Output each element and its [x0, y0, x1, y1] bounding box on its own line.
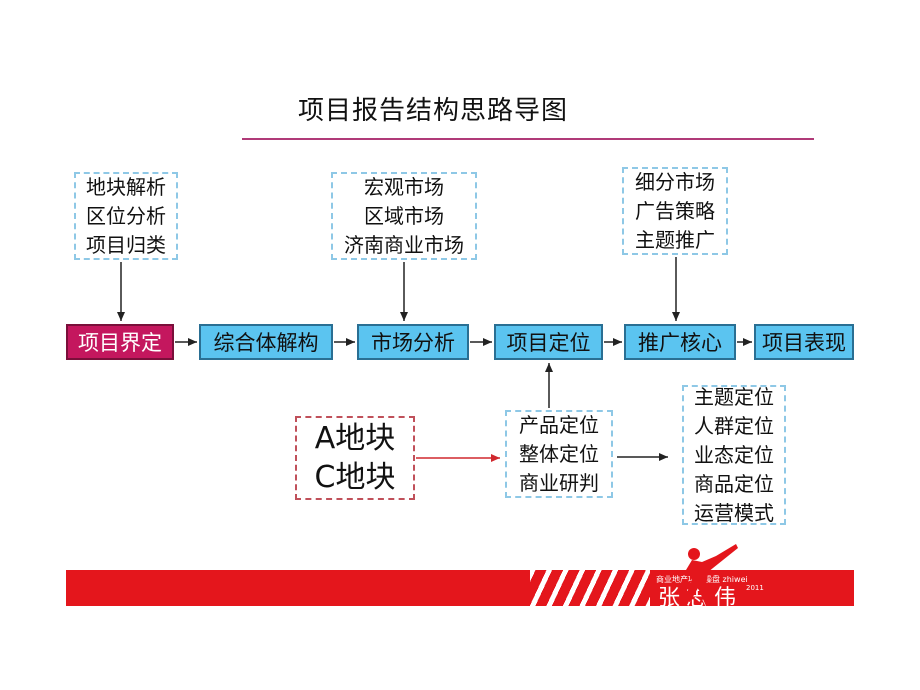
note-line: 项目归类 [86, 232, 166, 257]
title-divider [242, 138, 814, 140]
note-line: 广告策略 [635, 198, 715, 223]
note-line: 商品定位 [694, 471, 774, 496]
note-line: 人群定位 [694, 413, 774, 438]
note-line: 地块解析 [86, 174, 166, 199]
banner-stripes [530, 570, 650, 606]
note-line: 主题推广 [635, 227, 715, 252]
step-project-definition: 项目界定 [66, 324, 174, 360]
step-market-analysis: 市场分析 [357, 324, 469, 360]
note-line: 宏观市场 [364, 174, 444, 199]
note-line: 整体定位 [519, 441, 599, 466]
note-site-analysis: 地块解析 区位分析 项目归类 [74, 172, 178, 260]
kick-figure-logo [684, 544, 738, 606]
step-complex-analysis: 综合体解构 [199, 324, 333, 360]
note-market: 宏观市场 区域市场 济南商业市场 [331, 172, 477, 260]
note-line: 主题定位 [694, 384, 774, 409]
step-project-positioning: 项目定位 [494, 324, 603, 360]
footer-banner: 商业地产项目操盘 zhiwei 2011 张志伟 [66, 570, 854, 606]
site-box: A地块 C地块 [295, 416, 415, 500]
note-line: 运营模式 [694, 500, 774, 525]
banner-year: 2011 [746, 584, 764, 592]
note-line: 业态定位 [694, 442, 774, 467]
diagram-title: 项目报告结构思路导图 [298, 96, 569, 126]
note-promotion: 细分市场 广告策略 主题推广 [622, 167, 728, 255]
step-promotion-core: 推广核心 [624, 324, 736, 360]
note-line: 区位分析 [86, 203, 166, 228]
note-line: 区域市场 [364, 203, 444, 228]
note-line: 商业研判 [519, 470, 599, 495]
banner-name: 张志伟 [658, 586, 743, 606]
note-line: 细分市场 [635, 169, 715, 194]
site-c-label: C地块 [314, 460, 396, 495]
site-a-label: A地块 [314, 421, 396, 456]
note-line: 济南商业市场 [344, 232, 464, 257]
positioning-details-box: 主题定位 人群定位 业态定位 商品定位 运营模式 [682, 385, 786, 525]
product-positioning-box: 产品定位 整体定位 商业研判 [505, 410, 613, 498]
note-line: 产品定位 [519, 412, 599, 437]
step-project-presentation: 项目表现 [754, 324, 854, 360]
